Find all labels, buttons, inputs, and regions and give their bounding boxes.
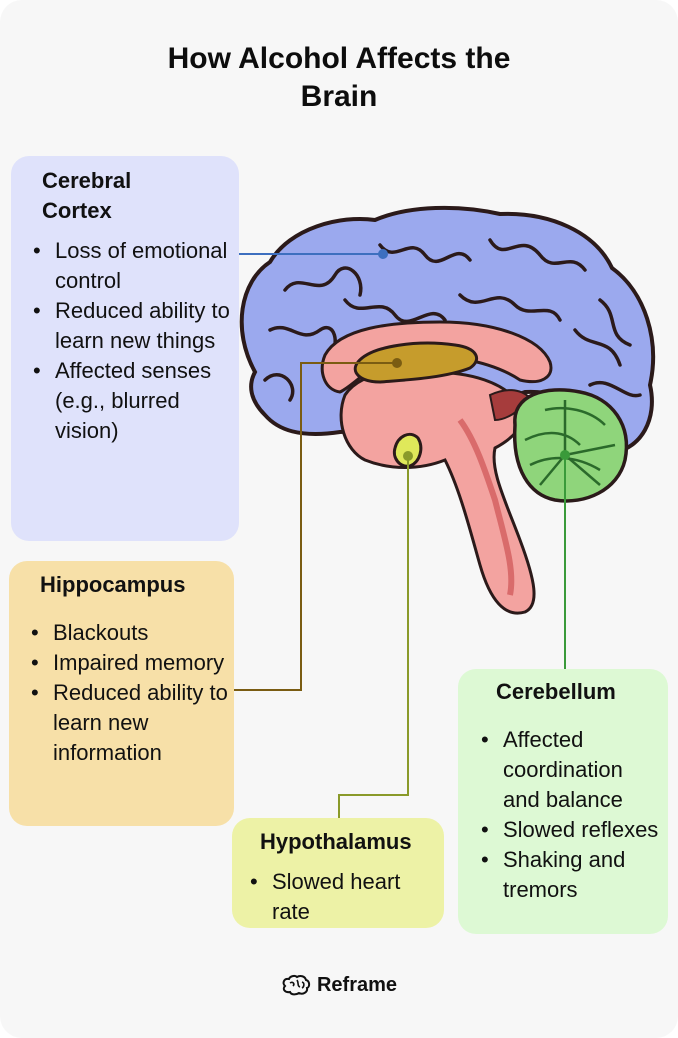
cortex-effects-list: Loss of emotional control Reduced abilit… — [33, 236, 235, 446]
list-item: Slowed reflexes — [481, 815, 663, 845]
cerebellum-folia — [524, 400, 616, 486]
hippocampus-connector — [234, 362, 397, 691]
hypothalamus-pin — [403, 451, 413, 461]
brainstem-shape — [339, 369, 536, 615]
brand-name: Reframe — [316, 974, 398, 996]
hypothalamus-effects-list: Slowed heart rate — [250, 867, 442, 927]
list-item: Blackouts — [31, 618, 233, 648]
title-line-1: How Alcohol Affects the — [167, 42, 511, 75]
page-title: How Alcohol Affects the Brain — [0, 40, 678, 116]
hypothalamus-connector — [338, 456, 409, 818]
hippocampus-shape — [353, 341, 479, 384]
list-item: Shaking and tremors — [481, 845, 663, 905]
cerebellum-title: Cerebellum — [496, 679, 616, 704]
brand-footer: Reframe — [0, 974, 678, 997]
title-line-2: Brain — [300, 80, 378, 113]
cerebellum-shape — [512, 388, 629, 503]
cerebral-cortex-title: Cerebral Cortex — [42, 166, 239, 226]
hippocampus-effects-list: Blackouts Impaired memory Reduced abilit… — [31, 618, 233, 768]
hippocampus-title: Hippocampus — [40, 572, 186, 597]
cerebellum-effects-list: Affected coordination and balance Slowed… — [481, 725, 663, 905]
hypothalamus-box: Hypothalamus Slowed heart rate — [232, 818, 444, 928]
cortex-pin — [378, 249, 388, 259]
corpus-callosum-shape — [320, 320, 553, 394]
cerebral-cortex-box: Cerebral Cortex Loss of emotional contro… — [11, 156, 239, 541]
hippocampus-pin — [392, 358, 402, 368]
list-item: Affected senses (e.g., blurred vision) — [33, 356, 235, 446]
list-item: Loss of emotional control — [33, 236, 235, 296]
cortex-title-line-1: Cerebral — [42, 168, 132, 193]
hippocampus-box: Hippocampus Blackouts Impaired memory Re… — [9, 561, 234, 826]
hypothalamus-shape — [392, 432, 423, 468]
list-item: Impaired memory — [31, 648, 233, 678]
list-item: Reduced ability to learn new information — [31, 678, 233, 768]
cerebellum-box: Cerebellum Affected coordination and bal… — [458, 669, 668, 934]
brainstem-core — [457, 418, 515, 596]
list-item: Affected coordination and balance — [481, 725, 663, 815]
list-item: Slowed heart rate — [250, 867, 442, 927]
hypothalamus-title: Hypothalamus — [260, 829, 412, 854]
cortex-title-line-2: Cortex — [42, 198, 112, 223]
brain-logo-icon — [282, 974, 311, 996]
list-item: Reduced ability to learn new things — [33, 296, 235, 356]
cerebellum-pin — [560, 450, 570, 460]
